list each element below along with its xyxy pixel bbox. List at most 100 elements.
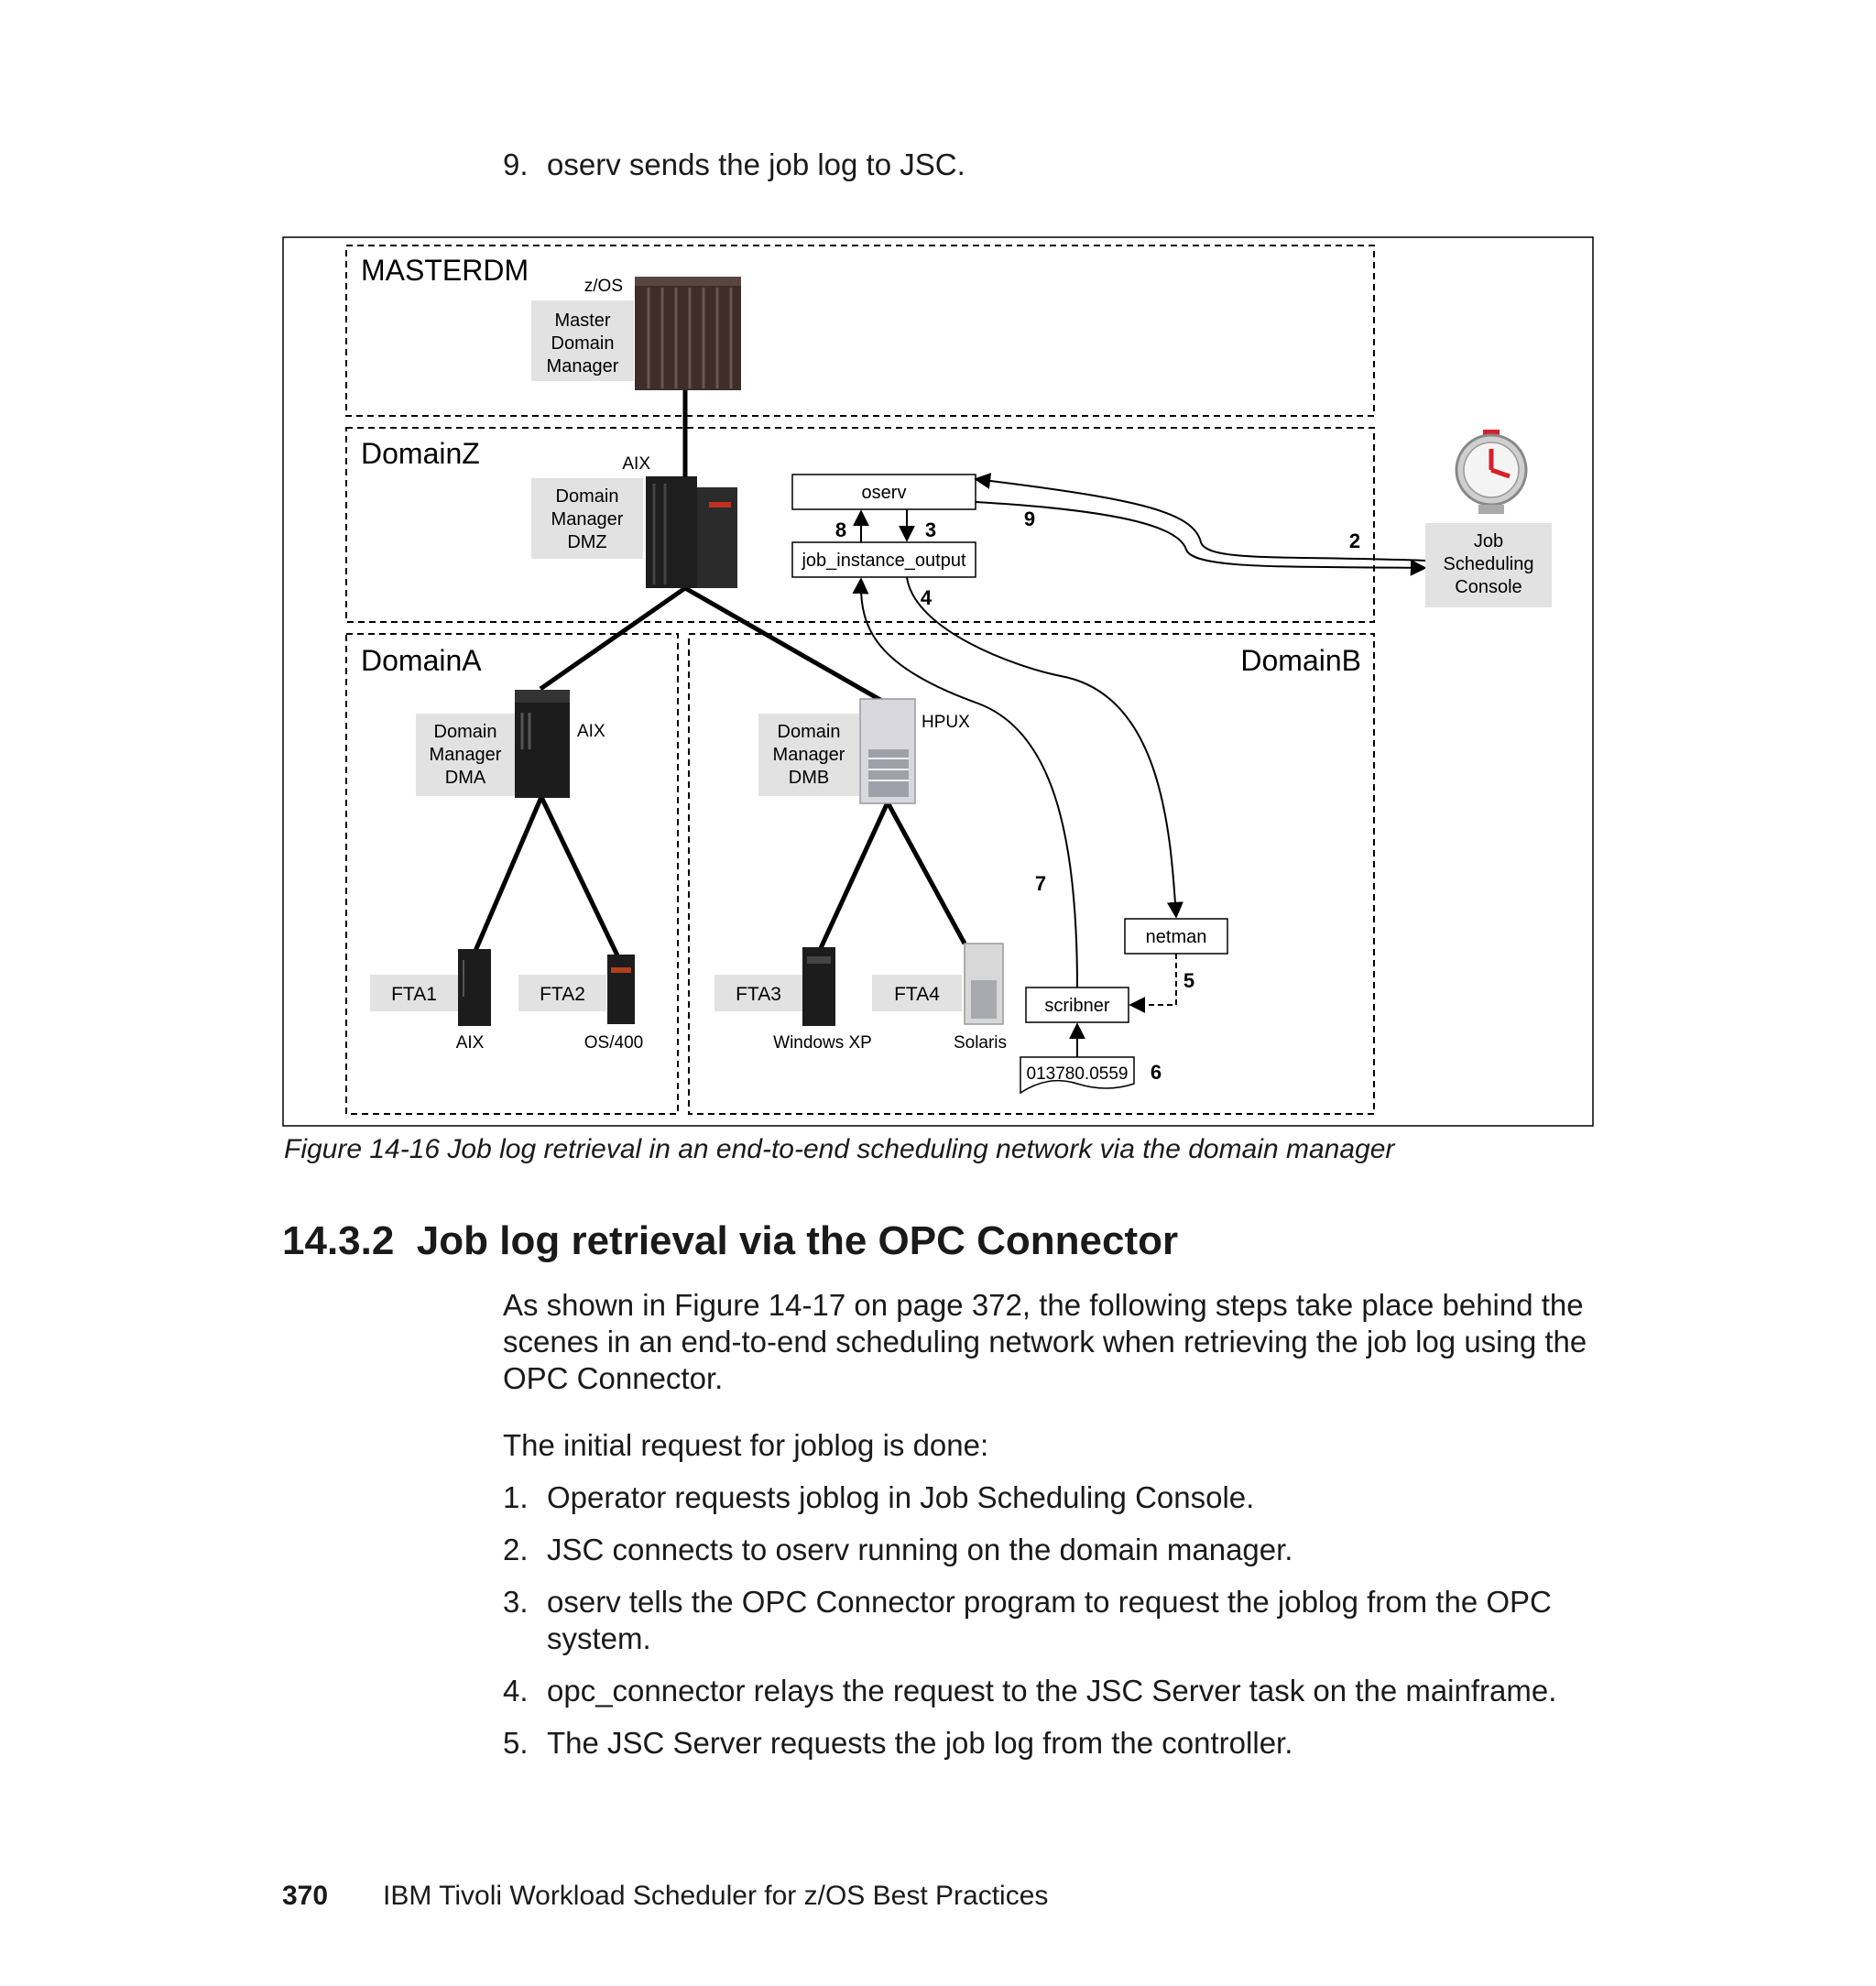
dma-label-line1: Domain	[434, 722, 497, 742]
step-label-9: 9	[1024, 507, 1035, 530]
dmz-label-line3: DMZ	[567, 532, 606, 552]
fta1-label: FTA1	[391, 984, 437, 1005]
fta1-label-box	[370, 975, 458, 1011]
job-instance-output-label: job_instance_output	[801, 551, 965, 571]
dmz-label-line2: Manager	[551, 509, 624, 529]
step-label-8: 8	[835, 518, 846, 541]
figure-job-log-retrieval: MASTERDM DomainZ DomainA DomainB z/OS Ma…	[282, 236, 1594, 1127]
step-label-2: 2	[1349, 529, 1360, 552]
step-text-line: system.	[547, 1621, 651, 1655]
step-number: 2.	[503, 1533, 529, 1566]
book-title: IBM Tivoli Workload Scheduler for z/OS B…	[383, 1881, 1049, 1911]
domain-label-masterdm: MASTERDM	[361, 254, 529, 287]
intro-line: OPC Connector.	[503, 1361, 724, 1395]
server-icon-dma	[515, 690, 570, 798]
link-dmb-fta4	[885, 801, 967, 945]
mdm-label-line2: Domain	[551, 333, 615, 354]
netman-box	[1124, 918, 1228, 955]
step-text-line: oserv tells the OPC Connector program to…	[547, 1585, 1552, 1619]
server-icon-fta2	[607, 955, 635, 1024]
step-label-3: 3	[925, 518, 936, 541]
step-label-6: 6	[1151, 1061, 1162, 1084]
jsc-label-line2: Scheduling	[1444, 554, 1534, 574]
os-label-aix-dmz: AIX	[622, 454, 650, 474]
jsc-label-line3: Console	[1455, 577, 1522, 597]
os-label-fta3: Windows XP	[773, 1033, 872, 1053]
step-text: The JSC Server requests the job log from…	[547, 1726, 1293, 1760]
oserv-box	[791, 474, 976, 510]
link-dmz-dma	[539, 585, 687, 692]
step-label-7: 7	[1035, 872, 1046, 895]
fta4-label: FTA4	[894, 984, 940, 1005]
domainz-domain-box	[345, 427, 1375, 623]
mdm-label-box	[531, 300, 634, 381]
job-log-file-label: 013780.0559	[1027, 1064, 1129, 1084]
dma-label-box	[416, 714, 515, 796]
fta3-label: FTA3	[736, 984, 781, 1005]
intro-paragraph: As shown in Figure 14-17 on page 372, th…	[503, 1287, 1587, 1397]
arrow-5	[1129, 954, 1177, 1013]
oserv-label: oserv	[862, 483, 907, 503]
domaina-domain-box	[345, 633, 679, 1115]
step-text: opc_connector relays the request to the …	[547, 1674, 1557, 1708]
link-dma-fta2	[539, 795, 620, 957]
server-icon-dmz	[646, 476, 737, 588]
step-number: 1.	[503, 1480, 529, 1514]
server-icon-fta4	[964, 943, 1004, 1025]
step-text: oserv sends the job log to JSC.	[547, 147, 965, 181]
server-icon-fta3	[802, 947, 835, 1026]
domain-label-domainz: DomainZ	[361, 437, 480, 470]
mdm-label-line3: Manager	[547, 356, 619, 376]
domain-label-domaina: DomainA	[361, 644, 482, 677]
os-label-zos: z/OS	[584, 277, 623, 296]
dmb-label-line1: Domain	[778, 722, 841, 742]
step-text: Operator requests joblog in Job Scheduli…	[547, 1480, 1255, 1514]
figure-caption: Figure 14-16 Job log retrieval in an end…	[284, 1134, 1395, 1164]
fta3-label-box	[714, 975, 802, 1011]
dmb-label-box	[758, 714, 859, 796]
step-label-5: 5	[1183, 969, 1194, 992]
step-number: 4.	[503, 1674, 529, 1708]
intro-line: As shown in Figure 14-17 on page 372, th…	[503, 1288, 1584, 1322]
domainb-domain-box	[688, 633, 1375, 1115]
dma-label-line3: DMA	[445, 768, 486, 788]
section-number: 14.3.2	[282, 1218, 395, 1263]
domain-label-domainb: DomainB	[1240, 644, 1361, 677]
section-title: Job log retrieval via the OPC Connector	[416, 1218, 1179, 1263]
arrow-2	[975, 501, 1427, 576]
os-label-fta2: OS/400	[584, 1033, 643, 1053]
step-number: 5.	[503, 1726, 529, 1760]
step-label-4: 4	[921, 586, 933, 609]
scribner-label: scribner	[1044, 996, 1109, 1016]
dmz-label-line1: Domain	[556, 486, 619, 507]
fta4-label-box	[872, 975, 962, 1011]
step-text: oserv tells the OPC Connector program to…	[547, 1584, 1646, 1657]
link-dmz-dmb	[683, 585, 889, 706]
step-text: JSC connects to oserv running on the dom…	[547, 1533, 1293, 1566]
fta2-label: FTA2	[540, 984, 585, 1005]
clock-icon	[1455, 430, 1528, 514]
section-heading: 14.3.2 Job log retrieval via the OPC Con…	[282, 1218, 1178, 1264]
jsc-label-line1: Job	[1474, 531, 1503, 551]
server-icon-fta1	[458, 949, 491, 1026]
step-number: 9.	[503, 147, 529, 181]
jsc-label-box	[1425, 523, 1552, 607]
os-label-hpux: HPUX	[922, 713, 970, 732]
mainframe-icon	[635, 277, 741, 390]
dmz-label-box	[531, 478, 643, 559]
netman-label: netman	[1146, 927, 1207, 947]
server-icon-dmb	[859, 698, 916, 804]
dmb-label-line2: Manager	[773, 745, 845, 765]
arrow-4	[906, 576, 1183, 919]
masterdm-domain-box	[345, 245, 1375, 417]
link-dmb-fta3	[818, 801, 890, 950]
dmb-label-line3: DMB	[789, 768, 829, 788]
link-dma-fta1	[473, 796, 544, 952]
arrow-7	[852, 577, 1078, 988]
scribner-box	[1025, 987, 1129, 1023]
os-label-aix-dma: AIX	[577, 722, 605, 741]
fta2-label-box	[518, 975, 606, 1011]
step-number: 3.	[503, 1585, 529, 1619]
os-label-fta1: AIX	[456, 1033, 485, 1053]
dma-label-line2: Manager	[430, 745, 502, 765]
